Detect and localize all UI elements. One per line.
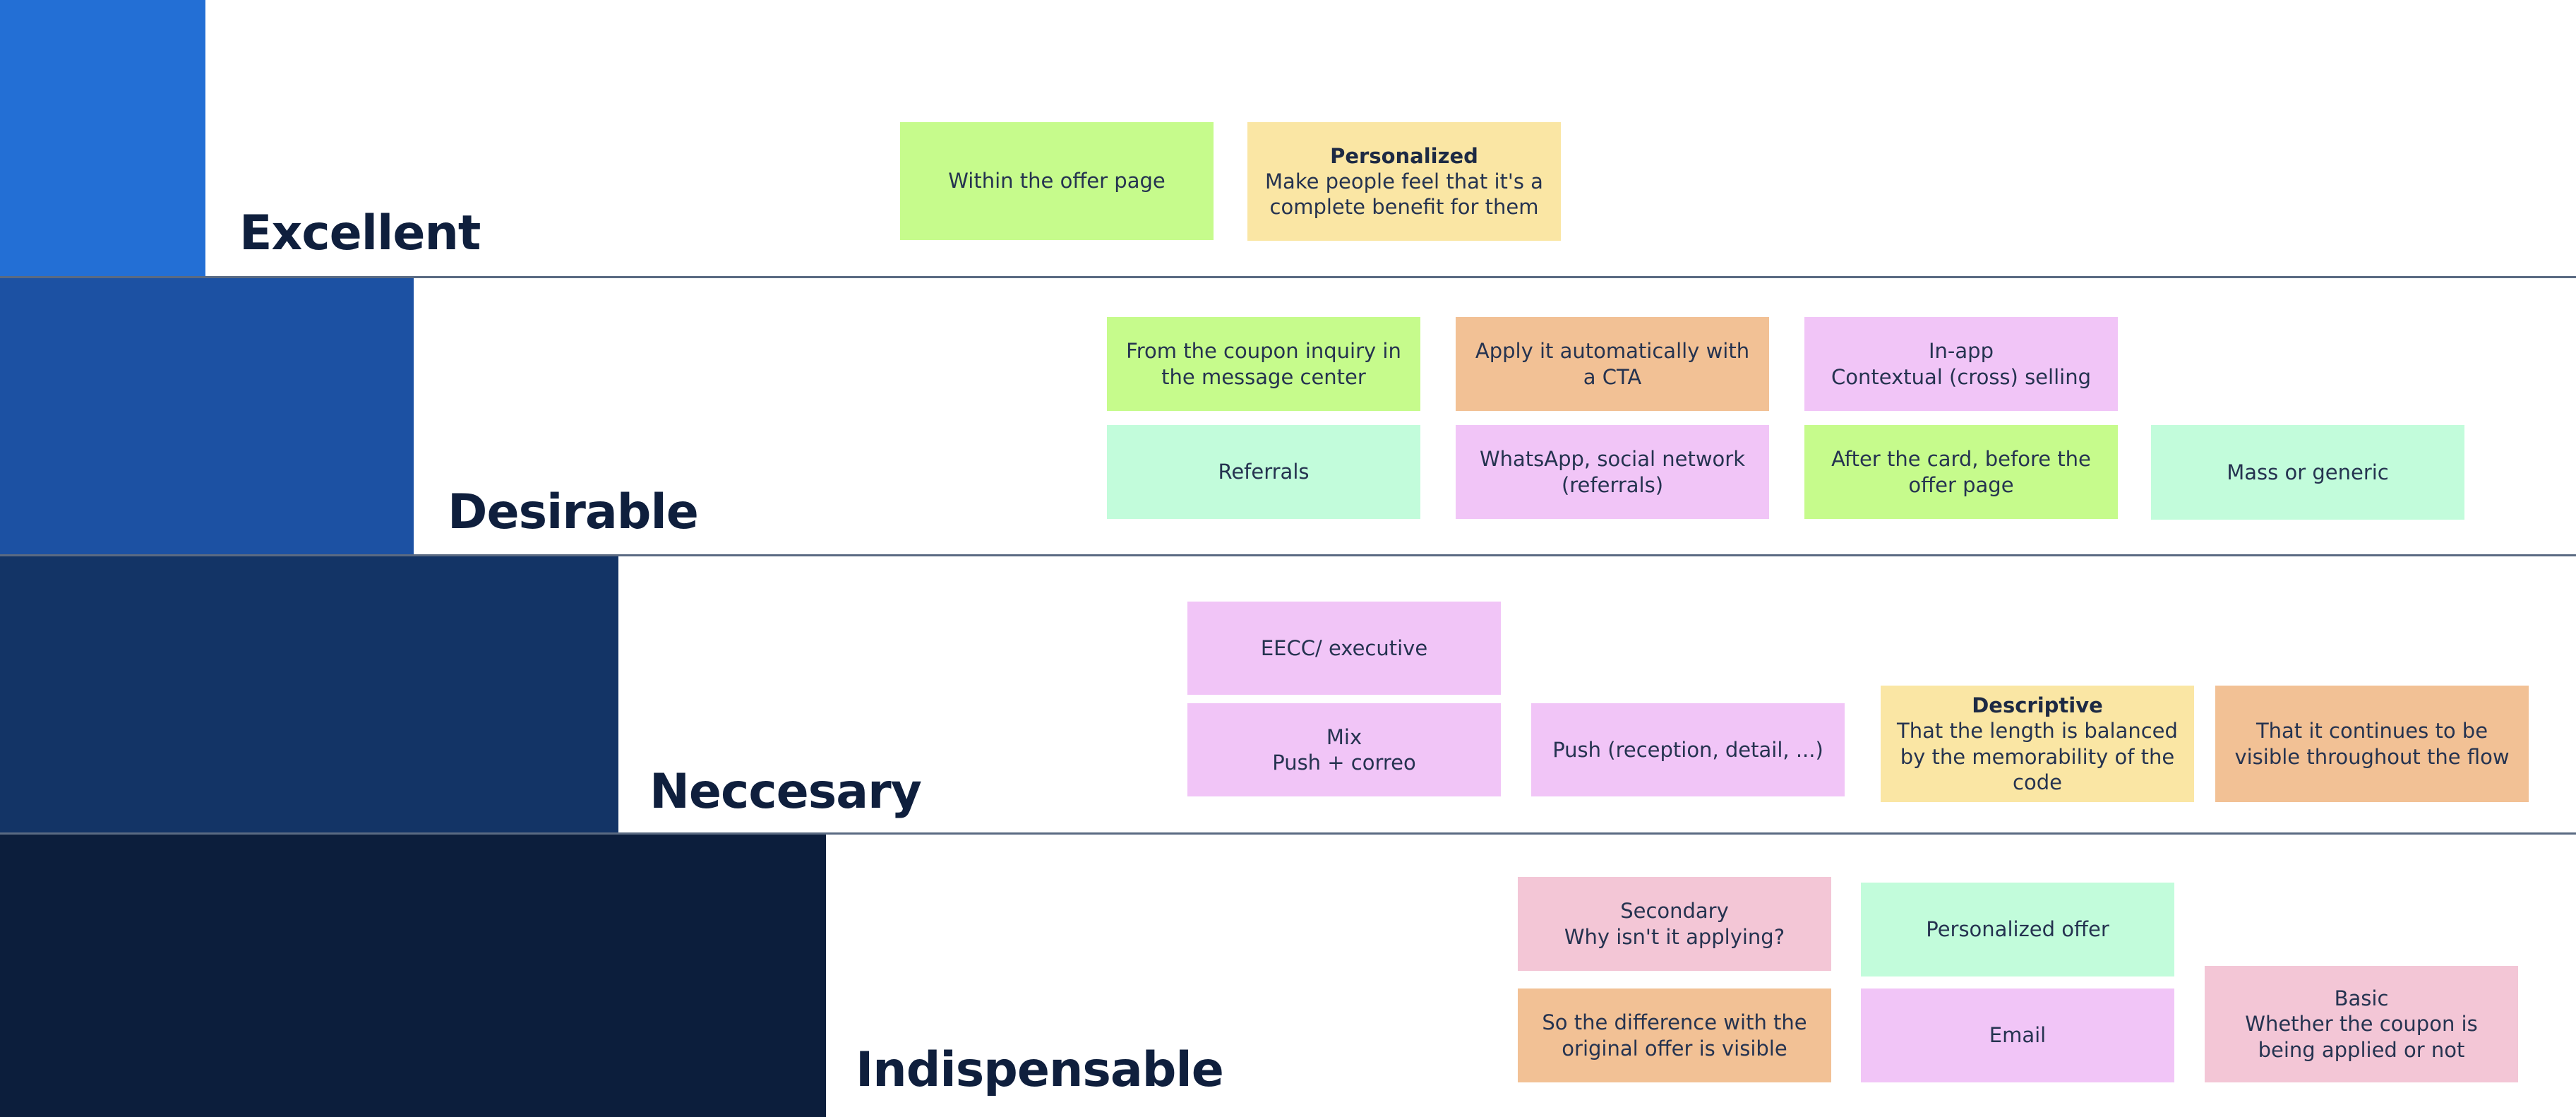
note-text: Basic Whether the coupon is being applie… [2245, 986, 2478, 1062]
level-title-necessary: Neccesary [649, 764, 922, 820]
sticky-note[interactable]: Referrals [1107, 425, 1420, 519]
sticky-note[interactable]: Mass or generic [2151, 425, 2464, 520]
level-divider [0, 832, 2576, 835]
note-text: From the coupon inquiry in the message c… [1126, 339, 1401, 389]
note-text: After the card, before the offer page [1831, 447, 2091, 497]
level-title-desirable: Desirable [448, 484, 699, 540]
sticky-note[interactable]: WhatsApp, social network (referrals) [1456, 425, 1769, 519]
sticky-note[interactable]: Basic Whether the coupon is being applie… [2205, 966, 2518, 1082]
level-divider [0, 554, 2576, 556]
sticky-note[interactable]: That it continues to be visible througho… [2215, 686, 2529, 802]
note-text: Apply it automatically with a CTA [1475, 339, 1750, 389]
sticky-note[interactable]: Push (reception, detail, ...) [1531, 703, 1845, 796]
sticky-note[interactable]: After the card, before the offer page [1804, 425, 2118, 519]
note-text: Make people feel that it's a complete be… [1265, 169, 1543, 220]
note-text: Mass or generic [2227, 460, 2389, 484]
sticky-note[interactable]: Secondary Why isn't it applying? [1518, 877, 1831, 971]
level-bar-indispensable [0, 835, 826, 1117]
sticky-note[interactable]: In-app Contextual (cross) selling [1804, 317, 2118, 411]
level-title-indispensable: Indispensable [856, 1042, 1224, 1098]
level-band-desirable [0, 278, 2576, 556]
note-text: That the length is balanced by the memor… [1897, 719, 2178, 794]
note-title: Personalized [1330, 143, 1478, 168]
sticky-note[interactable]: Descriptive That the length is balanced … [1881, 686, 2194, 802]
sticky-note[interactable]: Email [1861, 988, 2174, 1082]
sticky-note[interactable]: From the coupon inquiry in the message c… [1107, 317, 1420, 411]
note-text: Push (reception, detail, ...) [1552, 737, 1823, 762]
note-text: Secondary Why isn't it applying? [1564, 899, 1785, 949]
note-text: That it continues to be visible througho… [2234, 719, 2510, 769]
level-band-excellent [0, 0, 2576, 278]
sticky-note[interactable]: Within the offer page [900, 122, 1214, 240]
note-text: Mix Push + correo [1272, 724, 1416, 775]
sticky-note[interactable]: Mix Push + correo [1187, 703, 1501, 796]
level-divider [0, 276, 2576, 278]
sticky-note[interactable]: Personalized Make people feel that it's … [1247, 122, 1561, 241]
sticky-note[interactable]: Apply it automatically with a CTA [1456, 317, 1769, 411]
sticky-note[interactable]: Personalized offer [1861, 883, 2174, 976]
level-title-excellent: Excellent [239, 205, 481, 261]
level-bar-necessary [0, 556, 618, 835]
note-text: So the difference with the original offe… [1542, 1010, 1807, 1061]
sticky-note[interactable]: EECC/ executive [1187, 602, 1501, 695]
note-text: Within the offer page [948, 169, 1166, 193]
note-text: Email [1989, 1023, 2047, 1048]
level-bar-desirable [0, 278, 414, 556]
note-text: WhatsApp, social network (referrals) [1479, 447, 1746, 497]
note-text: Referrals [1218, 460, 1310, 484]
level-band-necessary [0, 556, 2576, 835]
sticky-note[interactable]: So the difference with the original offe… [1518, 988, 1831, 1082]
note-text: EECC/ executive [1260, 635, 1428, 660]
level-band-indispensable [0, 835, 2576, 1117]
note-text: In-app Contextual (cross) selling [1831, 339, 2091, 389]
note-title: Descriptive [1972, 693, 2103, 717]
note-text: Personalized offer [1926, 917, 2109, 942]
level-bar-excellent [0, 0, 205, 278]
